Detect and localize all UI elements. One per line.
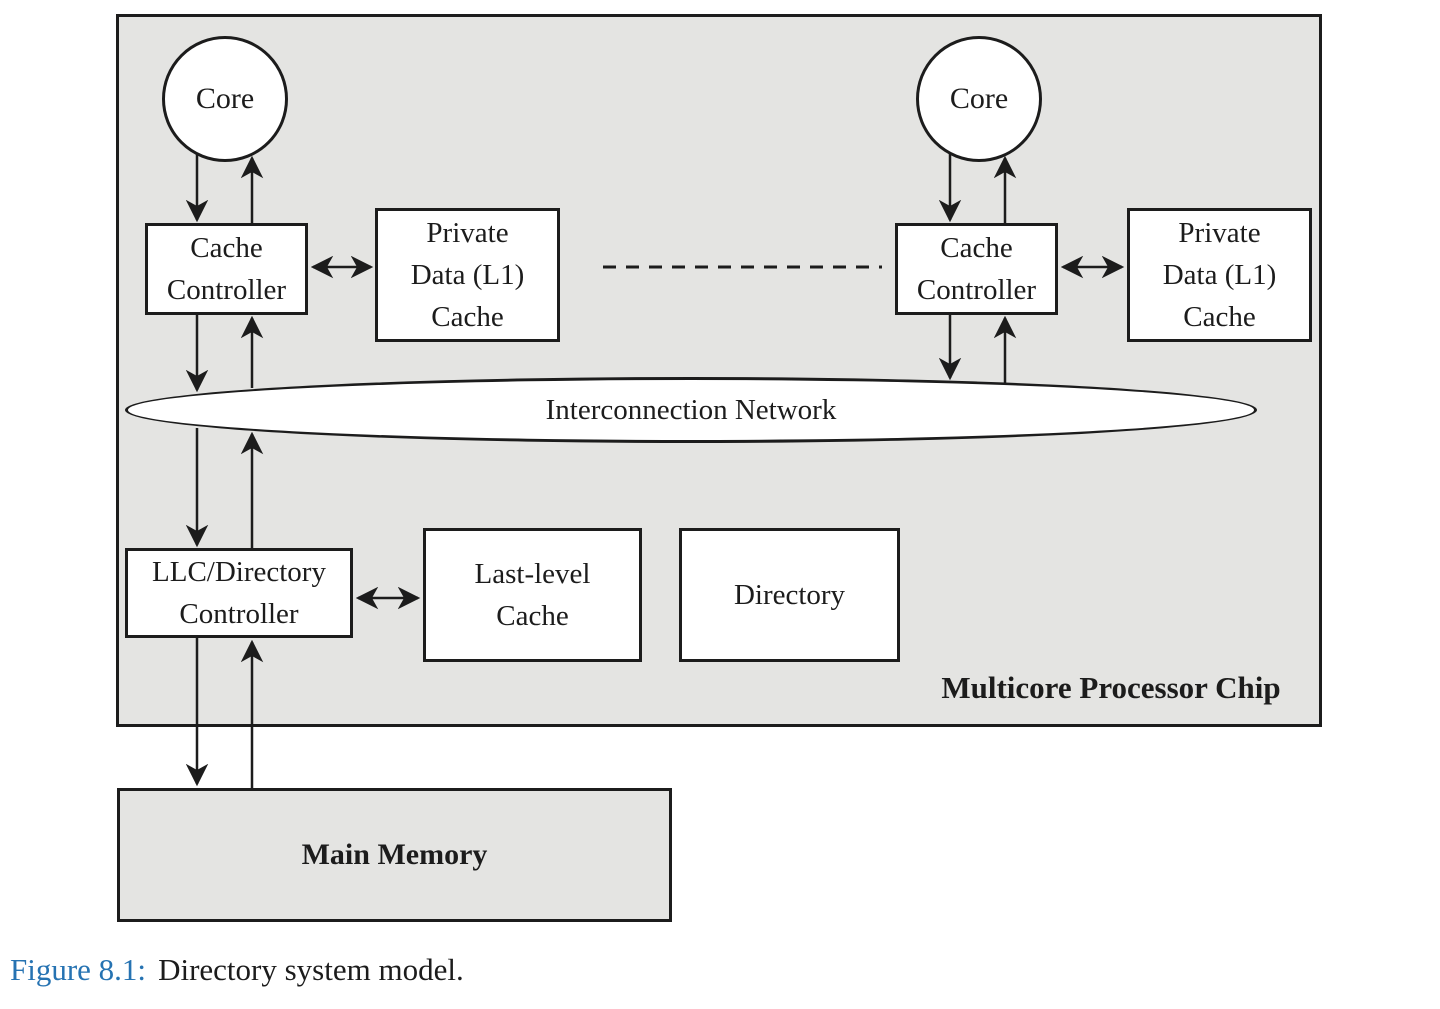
label-line: Data (L1): [410, 258, 525, 291]
figure-caption-text: Directory system model.: [158, 952, 464, 987]
core-left-label: Core: [195, 82, 255, 116]
label-line: Last-level: [474, 557, 591, 590]
label-line: LLC/Directory: [152, 555, 326, 588]
private-l1-cache-left-label: Private Data (L1) Cache: [411, 212, 525, 338]
label-line: Controller: [179, 598, 299, 630]
label-line: Private: [426, 216, 509, 249]
private-l1-cache-right-node: Private Data (L1) Cache: [1127, 208, 1312, 342]
private-l1-cache-left-node: Private Data (L1) Cache: [375, 208, 560, 342]
core-right-node: Core: [916, 36, 1042, 162]
last-level-cache-label: Last-level Cache: [475, 553, 591, 637]
directory-label: Directory: [733, 578, 846, 611]
label-line: Data (L1): [1162, 258, 1277, 291]
label-line: Cache: [940, 231, 1013, 264]
cache-controller-left-label: Cache Controller: [167, 227, 286, 311]
cache-controller-right-node: Cache Controller: [895, 223, 1058, 315]
directory-node: Directory: [679, 528, 900, 662]
main-memory-node: Main Memory: [117, 788, 672, 922]
label-line: Cache: [431, 301, 504, 334]
label-line: Cache: [1183, 301, 1256, 334]
private-l1-cache-right-label: Private Data (L1) Cache: [1163, 212, 1277, 338]
label-line: Controller: [916, 274, 1037, 306]
figure-caption: Figure 8.1: Directory system model.: [10, 952, 464, 988]
interconnection-network-node: Interconnection Network: [125, 377, 1257, 443]
interconnection-network-label: Interconnection Network: [545, 393, 837, 426]
multicore-processor-chip-label: Multicore Processor Chip: [941, 670, 1281, 705]
label-line: Cache: [496, 600, 569, 632]
cache-controller-left-node: Cache Controller: [145, 223, 308, 315]
llc-directory-controller-node: LLC/Directory Controller: [125, 548, 353, 638]
label-line: Private: [1178, 216, 1261, 249]
last-level-cache-node: Last-level Cache: [423, 528, 642, 662]
core-left-node: Core: [162, 36, 288, 162]
llc-directory-controller-label: LLC/Directory Controller: [152, 551, 326, 635]
cache-controller-right-label: Cache Controller: [917, 227, 1036, 311]
label-line: Cache: [190, 231, 263, 264]
main-memory-label: Main Memory: [301, 838, 488, 872]
figure-caption-number: Figure 8.1:: [10, 952, 147, 987]
core-right-label: Core: [949, 82, 1009, 116]
label-line: Controller: [166, 274, 287, 306]
